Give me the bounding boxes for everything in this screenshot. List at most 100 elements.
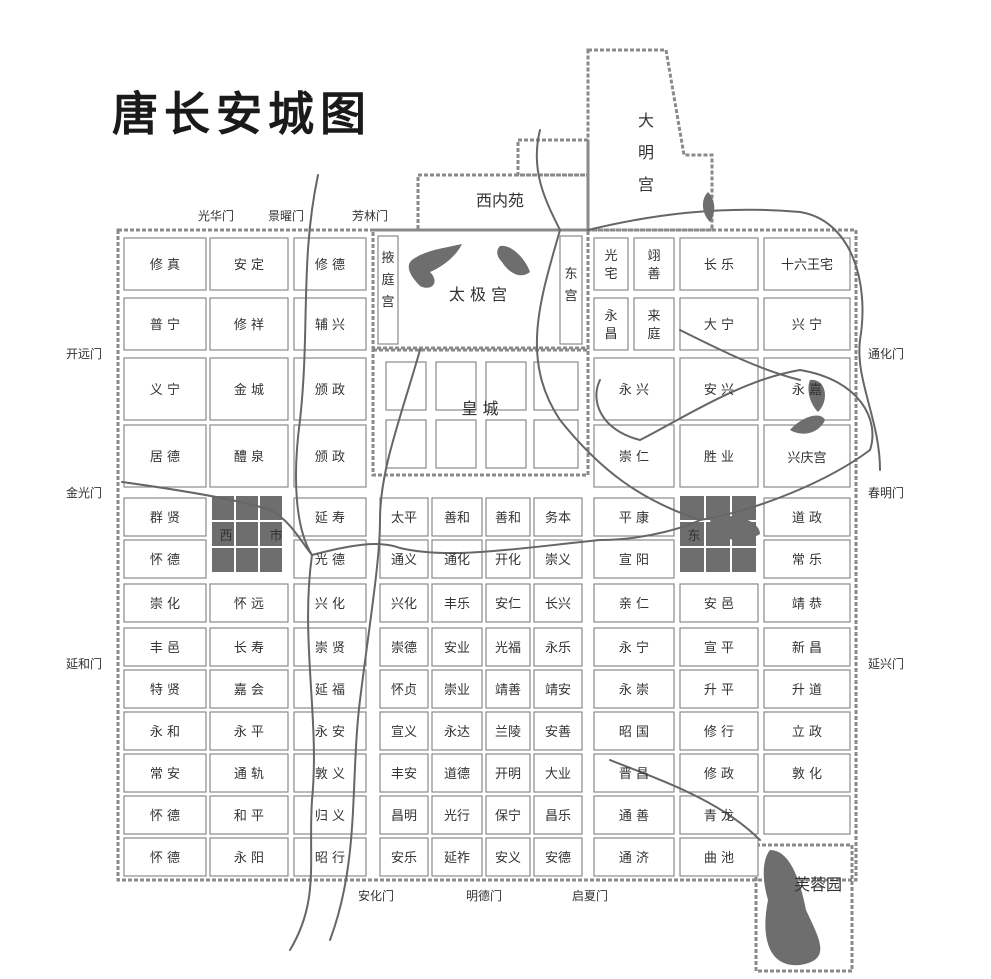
imperial-block: [485, 361, 527, 411]
ward-label: 永乐: [545, 641, 571, 656]
ward-label: 光行: [444, 809, 470, 824]
ward-label: 光福: [495, 641, 521, 656]
ward-block: [763, 297, 851, 351]
south-gate: 启夏门: [572, 888, 608, 903]
west-market-label: 市: [269, 528, 282, 544]
ward-block: [763, 669, 851, 709]
ward-label: 保宁: [495, 808, 521, 824]
north-gate: 光华门: [198, 208, 234, 223]
ward-block: [123, 795, 207, 835]
ward-label: 善: [647, 266, 660, 282]
ward-label: 昌: [604, 327, 617, 342]
ward-block: [209, 297, 289, 351]
ward-label: 义 宁: [150, 382, 180, 398]
canal: [679, 329, 801, 381]
donggong-label: 宫: [564, 289, 577, 304]
ward-label: 安 兴: [704, 383, 734, 398]
ward-label: 怀 德: [150, 553, 180, 568]
ward-block: [293, 711, 367, 751]
ward-label: 怀 德: [150, 809, 180, 824]
ward-label: 群 贤: [150, 511, 180, 526]
ward-label: 修 行: [704, 725, 734, 740]
ward-block: [593, 539, 675, 579]
imperial-block: [533, 419, 579, 469]
ward-block: [679, 711, 759, 751]
ward-label: 善和: [444, 510, 470, 526]
ward-block: [593, 424, 675, 488]
ward-label: 辅 兴: [315, 318, 345, 333]
ward-label: 兰陵: [495, 725, 521, 740]
ward-block: [485, 539, 531, 579]
ward-label: 敦 化: [792, 766, 822, 782]
ward-block: [293, 357, 367, 421]
ward-block: [123, 627, 207, 667]
ward-label: 太平: [391, 511, 417, 526]
east-palace: [559, 235, 583, 345]
ward-block: [485, 837, 531, 877]
ward-block: [431, 497, 483, 537]
ward-label: 修 德: [315, 258, 345, 273]
west-market-label: 西: [219, 529, 232, 544]
north-annex-wall: [516, 138, 590, 177]
ward-label: 崇 仁: [619, 450, 649, 465]
ward-label: 丰 邑: [150, 641, 180, 656]
donggong-label: 东: [564, 267, 577, 282]
ward-label: 安善: [545, 724, 571, 740]
ward-label: 通义: [391, 553, 417, 568]
ward-block: [763, 627, 851, 667]
imperial-city-wall: [371, 348, 590, 477]
east-gate: 通化门: [868, 346, 904, 361]
ward-block: [209, 795, 289, 835]
ward-label: 长兴: [545, 597, 571, 612]
ward-block: [431, 583, 483, 623]
ward-block: [123, 297, 207, 351]
ward-label: 通 轨: [234, 767, 264, 782]
ward-label: 永达: [444, 725, 470, 740]
imperial-block: [485, 419, 527, 469]
yeting-label: 庭: [381, 272, 394, 288]
ward-label: 修 祥: [234, 318, 264, 333]
ward-block: [679, 237, 759, 291]
ward-block: [293, 627, 367, 667]
ward-label: 特 贤: [150, 683, 180, 698]
ward-block: [431, 795, 483, 835]
west-market-cell: [236, 548, 258, 572]
ward-block: [763, 753, 851, 793]
ward-block: [209, 237, 289, 291]
ward-block: [123, 424, 207, 488]
ward-block: [679, 669, 759, 709]
yeting-label: 宫: [381, 295, 394, 310]
ward-block: [293, 837, 367, 877]
ward-block: [763, 795, 851, 835]
ward-label: 升 道: [792, 683, 822, 698]
ward-block: [209, 669, 289, 709]
ward-label: 安 定: [234, 258, 264, 273]
ward-block: [593, 297, 629, 351]
east-gate: 延兴门: [868, 656, 904, 671]
ward-block: [431, 627, 483, 667]
ward-label: 十六王宅: [781, 258, 833, 273]
ward-label: 曲 池: [704, 851, 734, 866]
ward-block: [533, 669, 583, 709]
east-market-cell: [680, 548, 704, 572]
ward-label: 平 康: [619, 510, 649, 526]
ward-block: [209, 837, 289, 877]
ward-label: 翊: [647, 249, 660, 264]
ward-block: [431, 669, 483, 709]
ward-label: 昭 行: [315, 851, 345, 866]
ward-label: 颁 政: [315, 383, 345, 398]
canal: [535, 129, 561, 231]
daming-palace-label: 宫: [638, 175, 654, 194]
ward-block: [593, 357, 675, 421]
ward-label: 胜 业: [704, 450, 734, 465]
ward-label: 归 义: [315, 809, 345, 824]
ward-label: 崇德: [391, 641, 417, 656]
ward-block: [485, 497, 531, 537]
west-market-cell: [236, 496, 258, 520]
ward-label: 务本: [545, 510, 571, 526]
ward-label: 怀 德: [150, 851, 180, 866]
ward-label: 颁 政: [315, 450, 345, 465]
daming-palace-label: 明: [638, 143, 654, 162]
ward-label: 永 兴: [619, 383, 649, 398]
